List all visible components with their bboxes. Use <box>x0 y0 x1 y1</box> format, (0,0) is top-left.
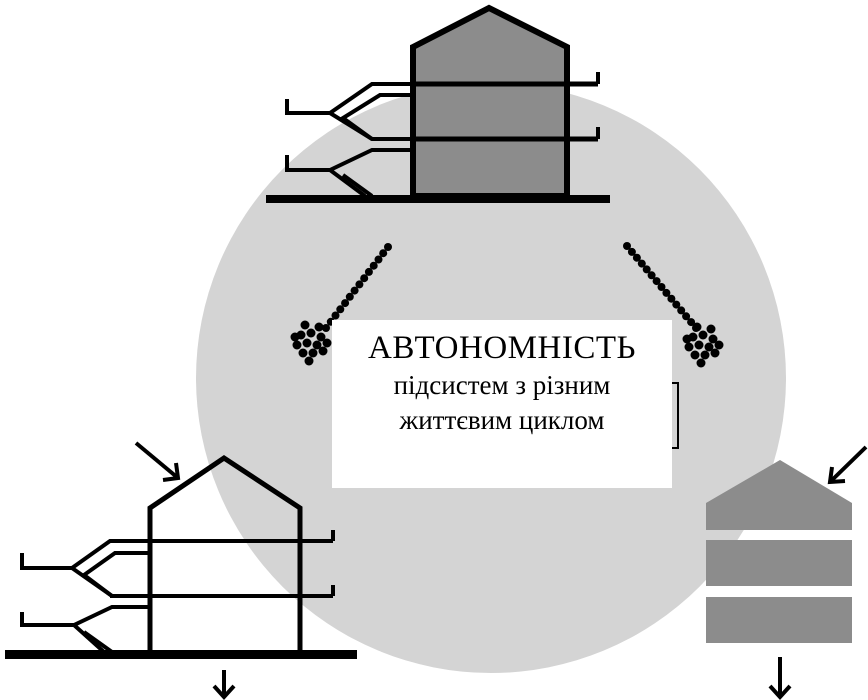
connector-dot <box>692 322 702 332</box>
connector-dot <box>677 306 686 315</box>
connector-dot <box>384 243 392 251</box>
connector-dot <box>308 348 318 358</box>
connector-dot <box>290 332 300 342</box>
top-building-ground <box>266 195 610 203</box>
connector-dot <box>322 324 330 332</box>
connector-dot <box>298 348 308 358</box>
connector-dot <box>700 350 710 360</box>
connector-dot <box>642 265 651 274</box>
connector-dot <box>374 255 383 264</box>
connector-dot <box>632 253 641 262</box>
connector-dot <box>312 340 322 350</box>
arrow-into-right-roof <box>827 445 868 485</box>
caption-bracket <box>671 382 679 449</box>
bottom-left-building <box>5 454 357 659</box>
connector-dot <box>623 242 631 250</box>
connector-dot <box>355 280 364 289</box>
connector-dot <box>657 283 666 291</box>
connector-dot <box>672 300 681 309</box>
caption-title: АВТОНОМНІСТЬ <box>368 330 636 366</box>
connector-dot <box>318 346 328 356</box>
connector-dot <box>706 324 716 334</box>
connector-dot <box>350 286 359 295</box>
connector-dot <box>704 342 714 352</box>
connector-dot <box>652 277 661 286</box>
connector-dot <box>292 340 302 350</box>
connector-dot <box>698 330 708 340</box>
module-roof <box>706 460 852 530</box>
connector-dot <box>708 334 718 344</box>
module-bottom <box>706 597 852 643</box>
connector-dot <box>687 318 696 327</box>
top-building <box>266 4 610 203</box>
connector-dot <box>662 288 671 297</box>
connector-dot <box>637 259 646 268</box>
caption-line-1: підсистем з різним <box>393 370 611 400</box>
arrow-into-left-roof <box>134 441 181 482</box>
connector-dot <box>341 299 350 308</box>
connector-dot <box>682 334 692 344</box>
connector-dot <box>306 328 316 338</box>
caption-box: АВТОНОМНІСТЬ підсистем з різним життєвим… <box>332 320 672 488</box>
connector-dot <box>682 312 691 321</box>
bottom-right-modules <box>706 460 852 643</box>
connector-dot <box>694 340 704 350</box>
connector-dot <box>710 348 720 358</box>
connector-dot <box>364 267 373 276</box>
arrow-down-right <box>768 657 792 700</box>
connector-dot <box>696 358 706 368</box>
connector-dot <box>379 249 388 258</box>
connector-dot <box>314 322 324 332</box>
connector-dot <box>684 342 694 352</box>
connector-dot <box>345 292 354 301</box>
connector-dot <box>304 356 314 366</box>
connector-dot <box>336 305 345 314</box>
dotted-connectors <box>290 242 724 368</box>
connector-dot <box>714 340 724 350</box>
module-middle <box>706 540 852 586</box>
top-building-core <box>410 4 570 199</box>
connector-dot <box>322 338 332 348</box>
connector-dot <box>667 294 676 303</box>
connector-dot <box>316 332 326 342</box>
connector-dot <box>627 247 636 256</box>
connector-dot <box>331 311 340 320</box>
arrow-down-left <box>212 670 236 700</box>
connector-dot <box>369 261 378 270</box>
caption-line-2: життєвим циклом <box>399 405 605 435</box>
connector-dot <box>360 274 369 283</box>
connector-dot <box>300 320 310 330</box>
bottom-left-ground <box>5 650 357 659</box>
connector-dot <box>302 338 312 348</box>
connector-dot <box>647 271 656 280</box>
connector-dot <box>690 350 700 360</box>
